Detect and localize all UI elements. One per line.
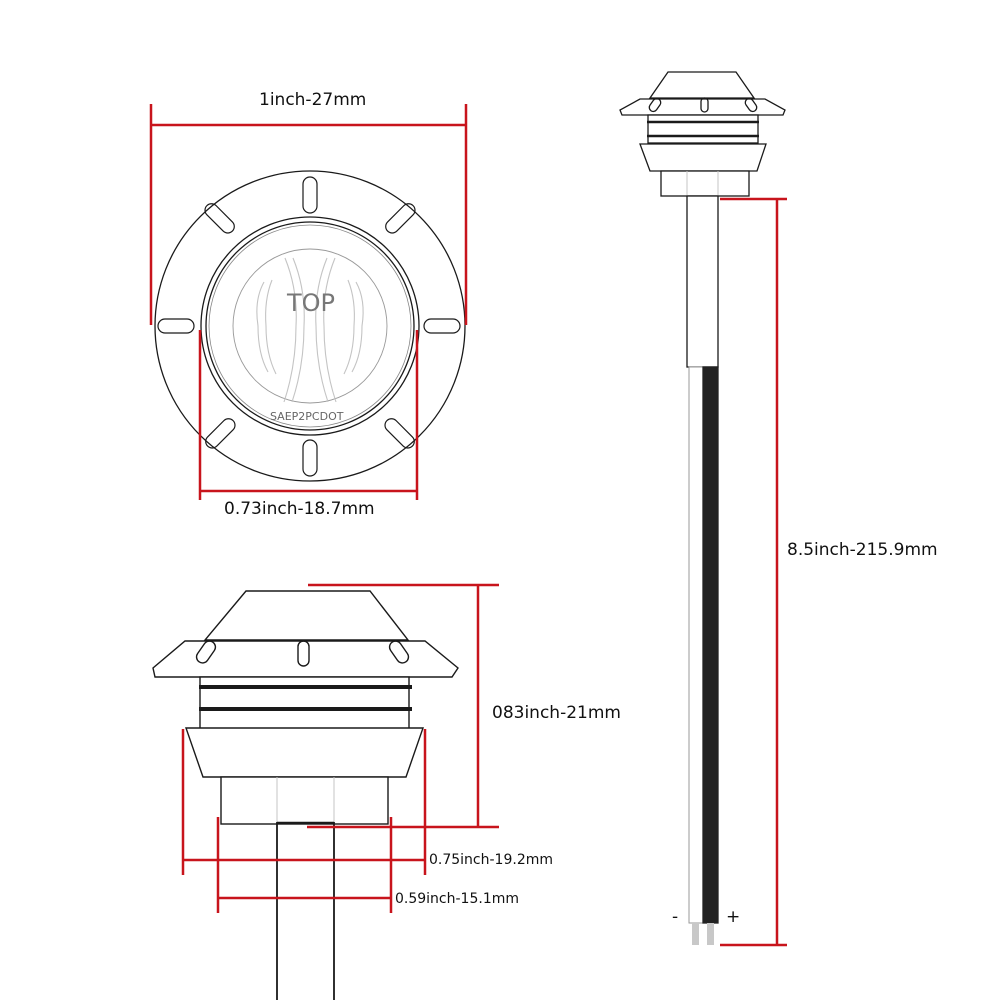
top-view — [154, 170, 466, 482]
outer-diameter-label: 1inch-27mm — [259, 90, 367, 110]
side-view — [152, 590, 459, 1000]
wire-length-dimension — [720, 197, 787, 947]
lens-top-marking: TOP — [287, 289, 336, 317]
height-label: 083inch-21mm — [492, 703, 621, 723]
base-width-label: 0.59inch-15.1mm — [395, 891, 520, 907]
wire-view — [619, 71, 786, 945]
flange-width-label: 0.75inch-19.2mm — [429, 852, 554, 868]
side-view-dimensions — [181, 583, 499, 913]
positive-terminal-label: + — [726, 907, 741, 927]
top-view-dimensions — [149, 104, 468, 500]
lens-code-marking: SAEP2PCDOT — [270, 410, 344, 423]
wire-length-label: 8.5inch-215.9mm — [787, 540, 938, 560]
inner-diameter-label: 0.73inch-18.7mm — [224, 499, 375, 519]
negative-terminal-label: - — [672, 907, 679, 927]
